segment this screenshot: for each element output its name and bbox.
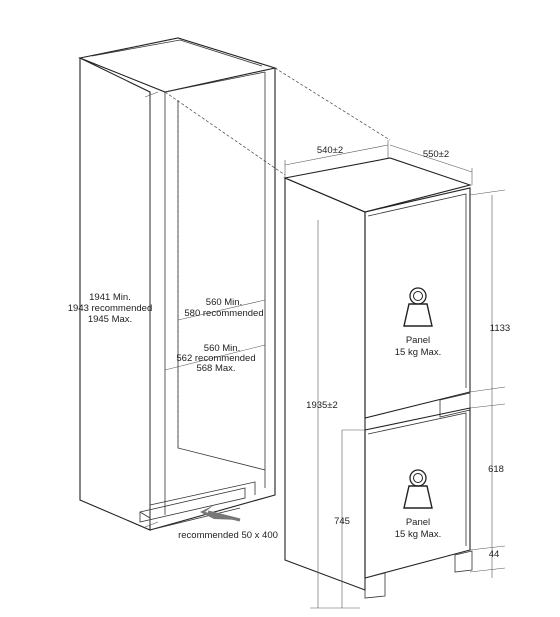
appliance-side bbox=[284, 177, 366, 591]
cabinet-depth-rec: 562 recommended bbox=[176, 353, 255, 364]
appliance-depth-label: 550±2 bbox=[423, 149, 449, 160]
lower-panel-title: Panel bbox=[406, 517, 430, 528]
lower-height-label: 745 bbox=[334, 516, 350, 527]
cabinet-height-max: 1945 Max. bbox=[88, 314, 132, 325]
weight-icon bbox=[403, 469, 433, 509]
cabinet-depth-max: 568 Max. bbox=[196, 363, 235, 374]
appliance-drawing bbox=[283, 140, 506, 609]
upper-panel-weight: 15 kg Max. bbox=[395, 347, 441, 358]
appliance-width-label: 540±2 bbox=[317, 145, 343, 156]
vent-label: recommended 50 x 400 bbox=[178, 530, 278, 541]
vent-arrow-icon bbox=[200, 505, 240, 520]
lower-door-height-label: 618 bbox=[488, 464, 504, 475]
cabinet-width-min: 560 Min. bbox=[206, 297, 242, 308]
cabinet-top bbox=[78, 37, 278, 93]
cabinet-back-frame bbox=[149, 68, 276, 531]
appliance-height-label: 1935±2 bbox=[306, 400, 338, 411]
lower-panel-weight: 15 kg Max. bbox=[395, 529, 441, 540]
upper-panel-title: Panel bbox=[406, 335, 430, 346]
weight-icon bbox=[403, 287, 433, 327]
cabinet-height-rec: 1943 recommended bbox=[68, 303, 153, 314]
appliance-top bbox=[283, 157, 472, 213]
rear-foot bbox=[454, 550, 473, 573]
plinth-height-label: 44 bbox=[489, 549, 500, 560]
cabinet-depth-min: 560 Min. bbox=[204, 343, 240, 354]
cabinet-drawing bbox=[78, 37, 391, 531]
upper-door bbox=[364, 187, 471, 419]
cabinet-height-min: 1941 Min. bbox=[89, 292, 131, 303]
cabinet-width-rec: 580 recommended bbox=[184, 308, 263, 319]
front-foot bbox=[364, 572, 386, 599]
lower-door bbox=[364, 407, 471, 579]
upper-door-height-label: 1133 bbox=[490, 323, 510, 334]
